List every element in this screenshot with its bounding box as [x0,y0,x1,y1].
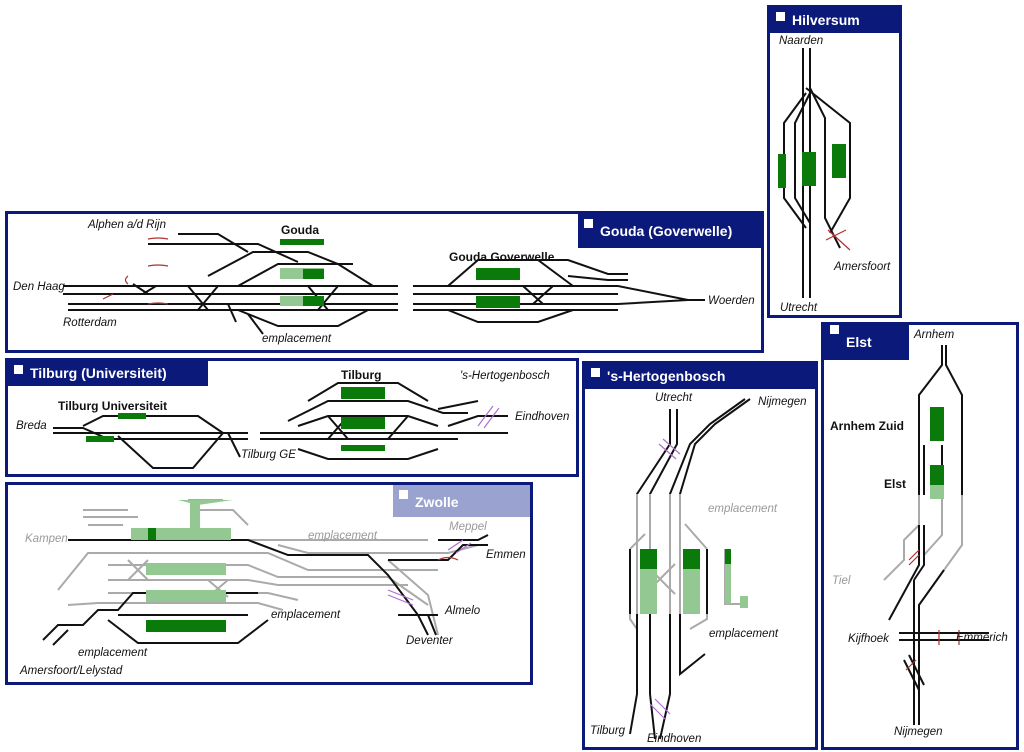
label-hertogenbosch: 's-Hertogenbosch [460,370,550,382]
track-diagram-tilburg [53,382,508,469]
label-eindhoven: Eindhoven [515,411,570,423]
label-tilburg-ge: Tilburg GE [241,449,296,461]
panel-title-text: Zwolle [415,494,459,510]
label-naarden: Naarden [779,35,824,47]
label-rotterdam: Rotterdam [63,317,117,329]
panel-marker [591,368,600,377]
panel-marker [830,325,839,334]
station-gouda-goverwelle: Gouda Goverwelle [449,250,555,264]
label-emmerich: Emmerich [956,632,1008,644]
station-arnhem-zuid: Arnhem Zuid [830,419,904,433]
label-breda: Breda [16,420,47,432]
station-tilburg-universiteit: Tilburg Universiteit [58,399,168,413]
label-amersfoort: Amersfoort [834,261,891,273]
panel-title-text: Gouda (Goverwelle) [600,223,733,239]
panel-title-text: Tilburg (Universiteit) [30,365,167,381]
panel-tilburg: Tilburg (Universiteit) Tilburg Tilburg U… [5,358,579,477]
label-emplacement: emplacement [262,333,332,345]
label-arnhem: Arnhem [914,329,955,341]
panel-marker [584,219,593,228]
label-tiel: Tiel [832,575,851,587]
panel-hilversum: Hilversum Naarden Amersfoort Utrecht [767,5,902,318]
track-diagram-hilversum [778,48,851,298]
station-gouda: Gouda [281,223,319,237]
label-woerden: Woerden [708,295,755,307]
panel-elst: Elst Arnhem Zuid Elst Arnhem Tiel Kijfho… [821,322,1019,750]
panel-zwolle: Zwolle Kampen emplacement Meppel Emmen [5,482,533,685]
label-kampen: Kampen [25,533,68,545]
track-diagram-zwolle [42,499,489,646]
panel-marker [14,365,23,374]
label-emplacement-top: emplacement [308,530,378,542]
label-kijfhoek: Kijfhoek [848,633,889,645]
label-utrecht: Utrecht [655,392,693,404]
label-almelo: Almelo [445,605,481,617]
label-emplacement-mid: emplacement [271,609,341,621]
panel-marker [399,490,408,499]
label-deventer: Deventer [406,635,453,647]
panel-title: 's-Hertogenbosch [585,364,815,389]
panel-title: Zwolle [393,485,530,517]
label-alphen: Alphen a/d Rijn [88,219,166,231]
panel-hertogenbosch: 's-Hertogenbosch Utrecht Nijmegen emplac… [582,361,818,750]
track-diagram-hertogenbosch [629,398,751,740]
panel-title-text: 's-Hertogenbosch [607,368,726,384]
label-emplacement-bottom: emplacement [709,628,779,640]
track-diagram-gouda [63,233,705,335]
label-emmen: Emmen [486,549,526,561]
label-nijmegen: Nijmegen [894,726,943,738]
label-emplacement-top: emplacement [708,503,778,515]
label-meppel: Meppel [449,521,487,533]
label-nijmegen: Nijmegen [758,396,807,408]
panel-title: Elst [824,325,909,360]
panel-title: Tilburg (Universiteit) [8,361,208,386]
panel-title-text: Elst [846,334,872,350]
panel-title-text: Hilversum [792,12,860,28]
label-tilburg: Tilburg [590,725,626,737]
label-utrecht: Utrecht [780,302,818,314]
panel-title: Gouda (Goverwelle) [578,214,761,248]
panel-gouda: Gouda (Goverwelle) Gouda Go [5,211,764,353]
panel-marker [776,12,785,21]
track-diagram-elst [883,345,989,725]
label-den-haag: Den Haag [13,281,65,293]
panel-title: Hilversum [770,8,902,33]
label-eindhoven: Eindhoven [647,733,702,745]
label-amersfoort-lelystad: Amersfoort/Lelystad [20,665,123,677]
label-emplacement-low: emplacement [78,647,148,659]
station-elst: Elst [884,477,907,491]
station-tilburg: Tilburg [341,368,382,382]
